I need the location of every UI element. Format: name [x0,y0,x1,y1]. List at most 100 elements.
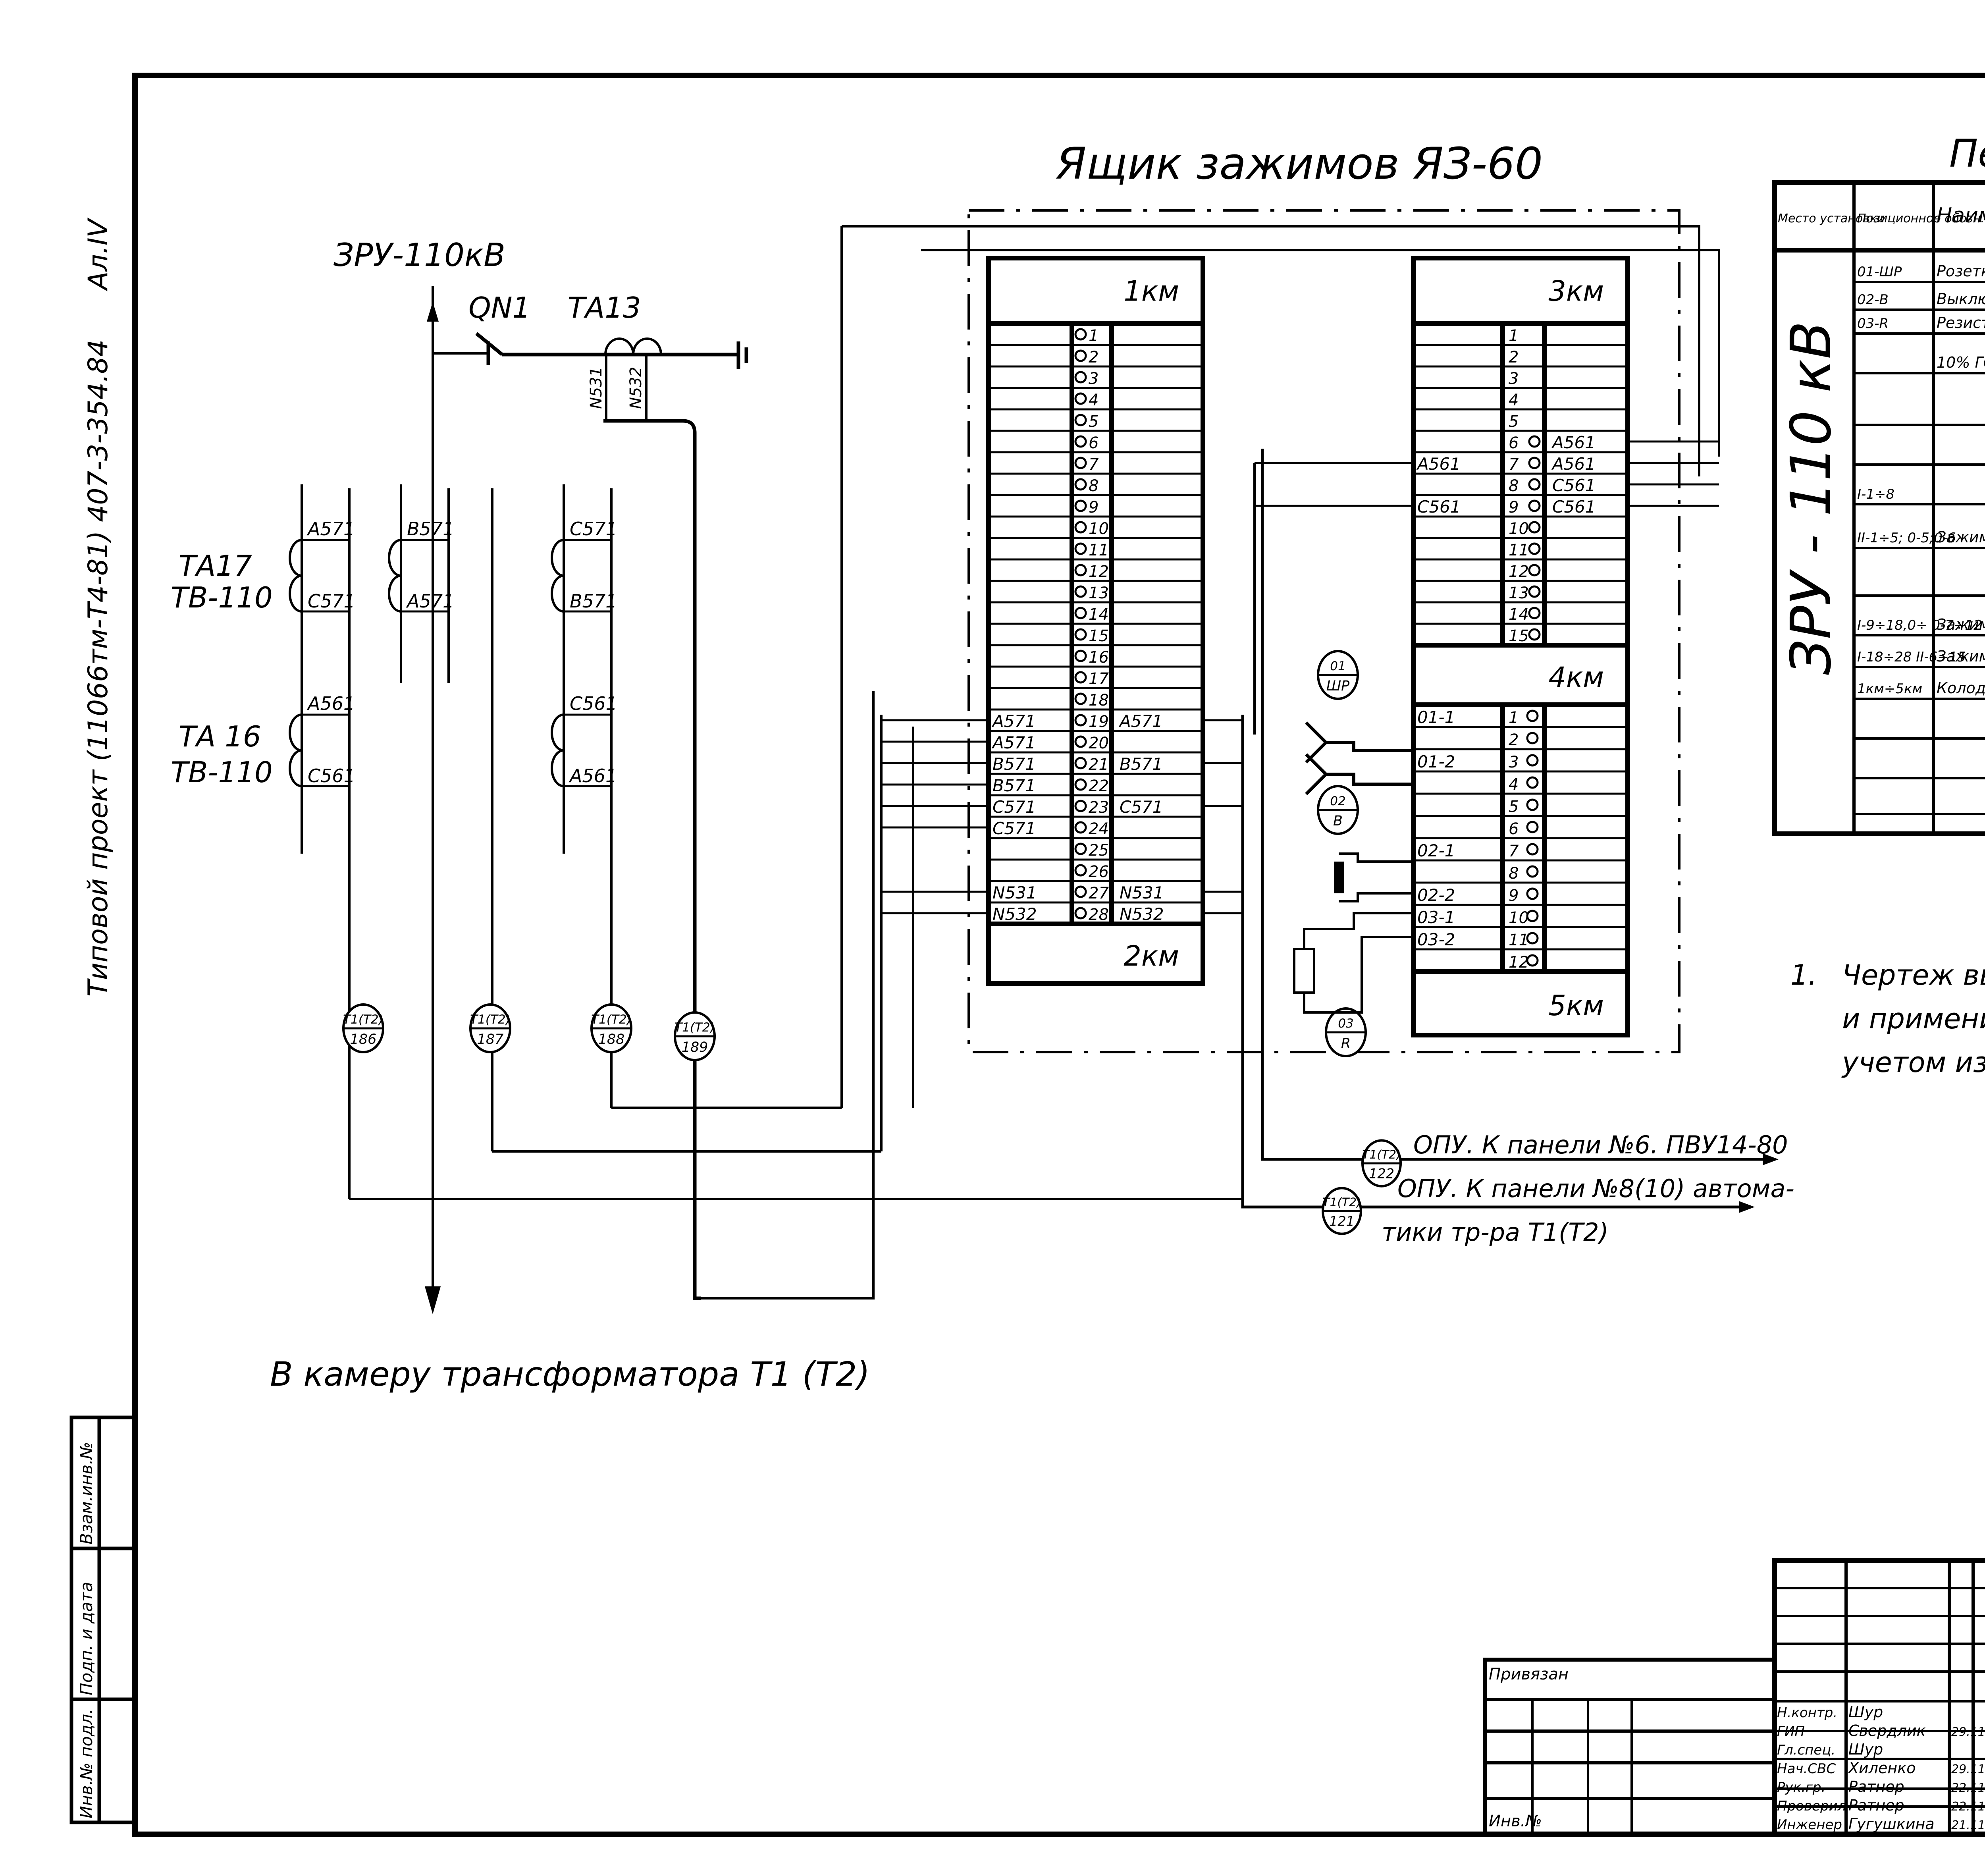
terminal-number: 27 [1089,884,1109,902]
terminal-number: 4 [1509,391,1519,409]
marker-top: Т1(Т2) [591,1012,632,1027]
signer-name: Шур [1848,1741,1883,1758]
terminal-right-wire: C561 [1552,476,1596,495]
socket-icon [1305,721,1413,764]
terminal-icon [1528,564,1541,576]
marking-strip [1411,969,1630,1037]
terminal-row: 7 [989,455,1203,475]
terminal-icon [1528,435,1541,448]
ct-wire-label: C571 [308,590,355,612]
marker-top: Т1(Т2) [470,1012,511,1027]
terminal-row: 16 [989,648,1203,668]
terminal-number: 4 [1089,391,1098,409]
resistor-icon [1293,948,1315,994]
terminal-icon [1074,735,1087,748]
terminal-row: 15 [1413,627,1628,646]
terminal-icon [1526,776,1539,789]
terminal-row: 3 [1413,370,1628,389]
terminal-row: 902-2 [1413,885,1628,906]
terminal-number: 14 [1509,605,1529,624]
terminal-number: 6 [1509,434,1519,452]
terminal-number: 26 [1089,863,1109,881]
terminal-icon [1074,778,1087,791]
ct-coil-icon [289,713,302,787]
terminal-left-wire: C571 [992,819,1036,838]
terminal-icon [1074,349,1087,362]
marker-top: Т1(Т2) [1362,1148,1401,1162]
terminal-icon [1526,821,1539,833]
note-line-1: Чертеж выполнен для трансформатора Т1 [1842,959,1985,991]
equipment-cell-name: Выключатель автомат [1937,290,1985,308]
equipment-cell-name: Зажим испытательный [1937,648,1985,665]
ta13-wire-1: N531 [587,367,605,409]
outgoing-label-2b: тики тр-ра Т1(Т2) [1382,1218,1609,1247]
terminal-number: 1 [1509,709,1519,727]
cable-marker: Т1(Т2)187 [469,1003,511,1053]
signer-role: Рук.гр. [1777,1780,1825,1795]
inventory-label: Инв.№ [1489,1812,1542,1830]
terminal-icon [1528,542,1541,555]
signer-role: Нач.СВС [1777,1761,1836,1777]
marker-bottom: R [1341,1035,1351,1051]
terminal-row: 4 [1413,391,1628,411]
terminal-left-wire: A571 [991,733,1036,752]
equipment-location: ЗРУ - 110 кВ [1779,321,1844,675]
terminal-icon [1074,714,1087,727]
equipment-row: 01-ШРРозетка штепсельная250В, 6А1 [1854,262,1985,283]
terminal-number: 22 [1089,777,1109,795]
terminal-number: 16 [1089,648,1109,667]
terminal-row: 6 A561 [1413,433,1628,453]
terminal-number: 3 [1509,753,1519,771]
terminal-row: 6 [989,434,1203,453]
terminal-number: 7 [1089,455,1099,474]
bus-label: ЗРУ-110кВ [333,237,505,274]
terminal-row: 13 [989,584,1203,603]
terminal-number: 15 [1509,627,1529,645]
terminal-icon [1526,710,1539,722]
terminal-number: 2 [1509,731,1519,749]
terminal-number: 9 [1509,498,1519,517]
terminal-row: 15 [989,627,1203,646]
box-outline [967,209,1681,1053]
ta16-type: ТВ-110 [171,756,273,789]
terminal-icon [1074,499,1087,512]
terminal-row: 9 [989,498,1203,518]
signer-role: Гл.спец. [1777,1742,1835,1758]
ta13-label: ТА13 [568,291,641,324]
terminal-row: 8 [1413,864,1628,884]
terminal-right-wire: C571 [1120,797,1163,817]
terminal-right-wire: A561 [1551,454,1596,474]
terminal-number: 9 [1089,498,1098,517]
terminal-right-wire: A561 [1551,433,1596,452]
side-cell-inv: Инв.№ подл. [77,1709,96,1818]
cable-marker: Т1(Т2)189 [674,1011,716,1061]
arrow-right-icon [1739,1201,1755,1213]
terminal-number: 5 [1509,798,1519,816]
terminal-number: 11 [1509,541,1529,559]
terminal-right-wire: A571 [1118,711,1163,731]
ct-coil-icon [551,539,564,613]
terminal-icon [1528,607,1541,619]
terminal-icon [1526,910,1539,922]
terminal-left-wire: 02-1 [1417,841,1455,860]
column-header: Позиционное обозн. [1857,212,1985,226]
signer-name: Хиленко [1848,1759,1916,1777]
ct-coil-icon [551,713,564,787]
terminal-row: 17 [989,670,1203,689]
signer-date: 22.11 [1951,1781,1985,1795]
terminal-icon [1074,542,1087,555]
terminal-row: 13 [1413,584,1628,603]
terminal-row: 1 [1413,327,1628,346]
equipment-cell-name: Колодка маркировочная [1937,679,1985,697]
note-number: 1. [1790,959,1817,991]
terminal-row: 24 C571 [989,819,1203,839]
outgoing-marker: Т1(Т2)121 [1322,1187,1362,1235]
terminal-number: 2 [1509,348,1519,366]
terminal-number: 24 [1089,820,1109,838]
down-arrow-icon [425,1286,441,1314]
terminal-number: 4 [1509,775,1519,794]
